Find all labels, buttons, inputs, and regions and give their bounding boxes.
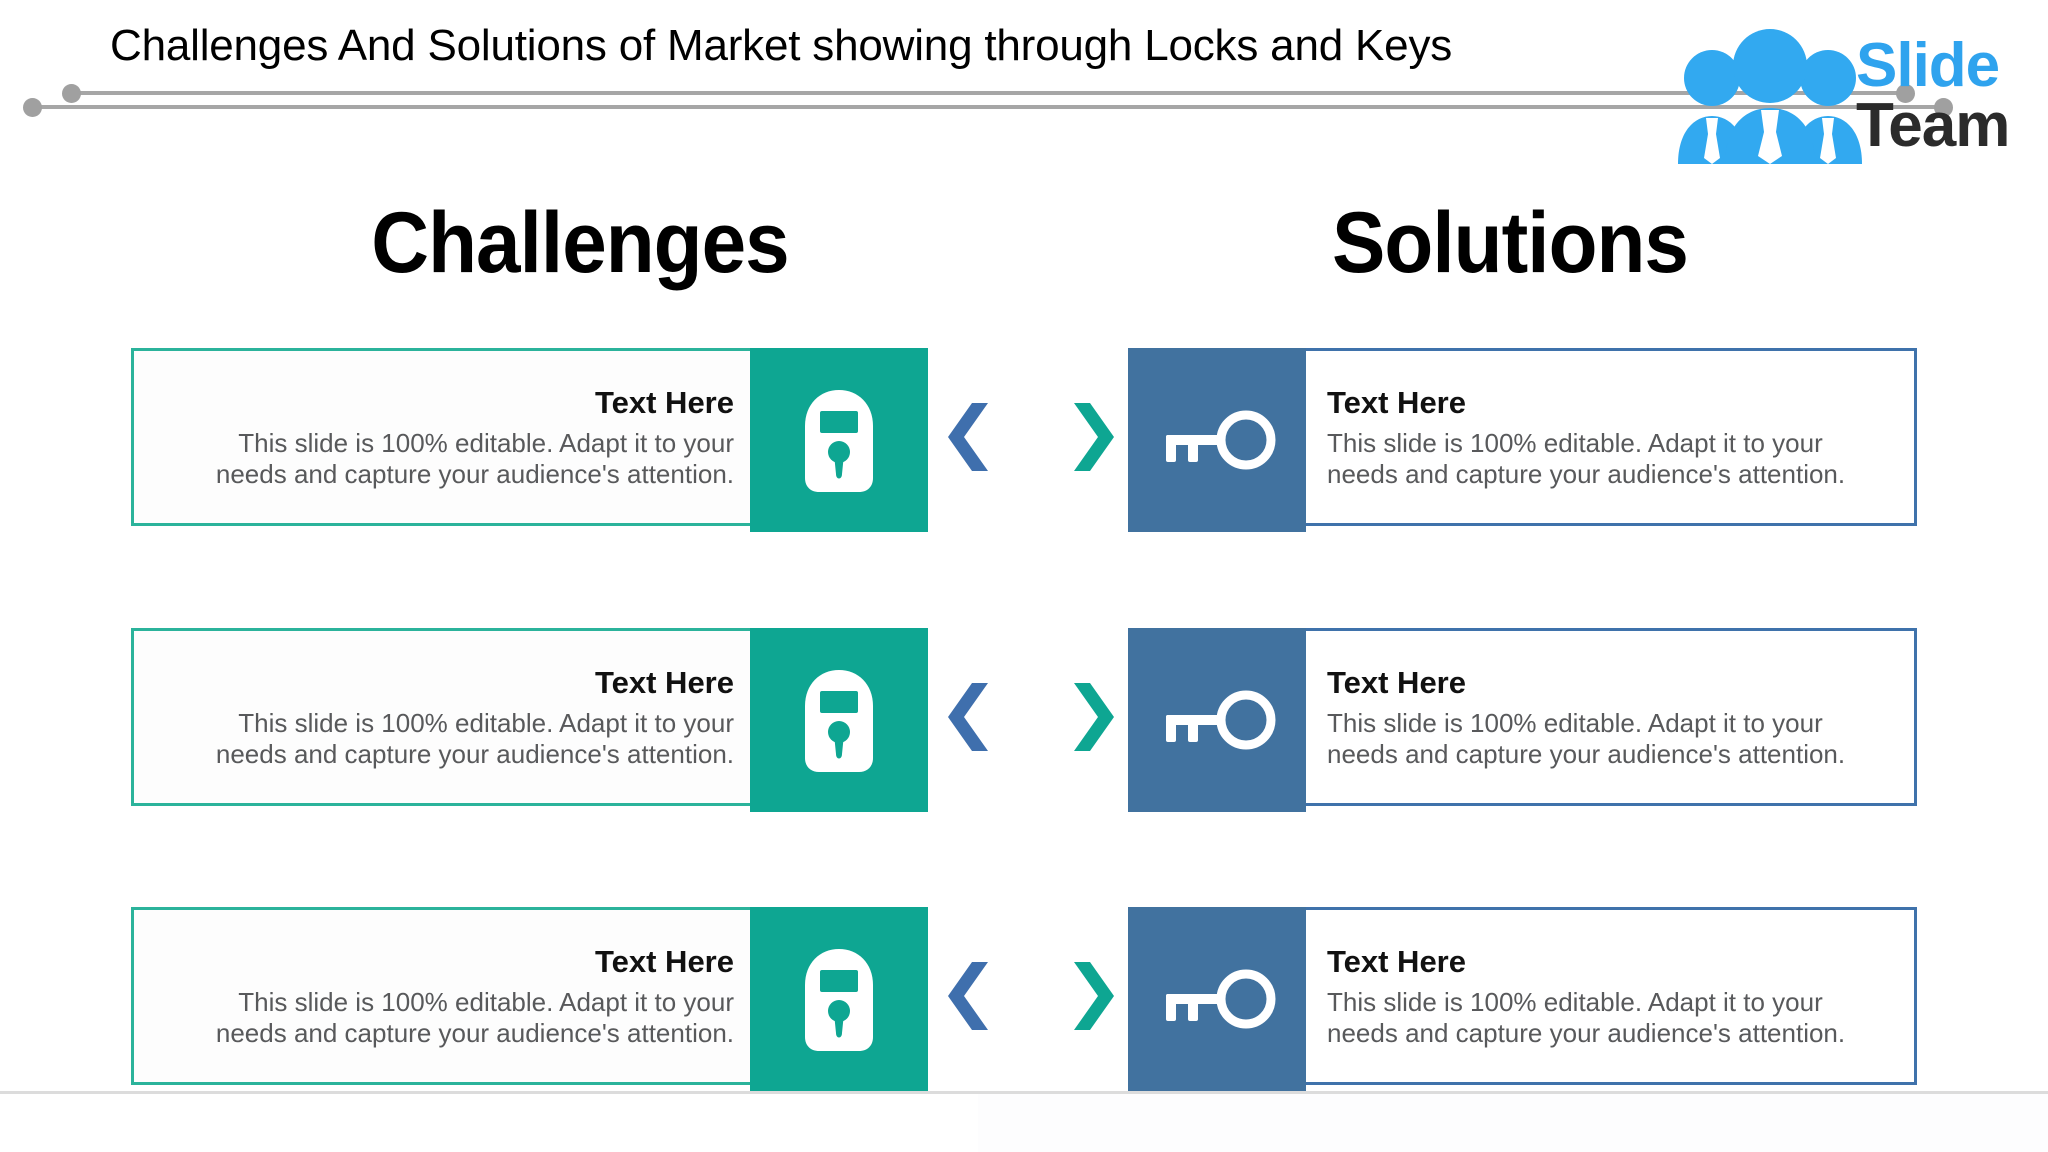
title-rule-dot-left-upper xyxy=(62,84,81,103)
content-row: Text Here This slide is 100% editable. A… xyxy=(0,348,2048,532)
lock-icon xyxy=(805,390,873,492)
footer-divider xyxy=(0,1091,2048,1094)
challenge-card-body: This slide is 100% editable. Adapt it to… xyxy=(215,987,734,1048)
title-block: Challenges And Solutions of Market showi… xyxy=(0,0,2048,135)
solution-card-title: Text Here xyxy=(1327,385,1466,420)
solution-card-text: Text Here This slide is 100% editable. A… xyxy=(1327,910,1887,1082)
slideteam-logo: Slide Team xyxy=(1672,14,2044,166)
challenge-card[interactable]: Text Here This slide is 100% editable. A… xyxy=(131,348,928,532)
key-icon xyxy=(1166,969,1276,1029)
challenge-icon-panel xyxy=(750,907,928,1091)
challenge-card-text: Text Here This slide is 100% editable. A… xyxy=(174,910,734,1082)
solution-icon-panel xyxy=(1128,348,1306,532)
solution-card-body: This slide is 100% editable. Adapt it to… xyxy=(1327,428,1846,489)
challenge-card-title: Text Here xyxy=(595,665,734,700)
challenge-card-title: Text Here xyxy=(595,385,734,420)
challenge-card-text: Text Here This slide is 100% editable. A… xyxy=(174,351,734,523)
solution-card-title: Text Here xyxy=(1327,944,1466,979)
page-title: Challenges And Solutions of Market showi… xyxy=(110,21,1453,70)
solution-card[interactable]: Text Here This slide is 100% editable. A… xyxy=(1128,907,1917,1091)
column-heading-challenges: Challenges xyxy=(371,195,789,291)
lock-icon xyxy=(805,949,873,1051)
solution-card-title: Text Here xyxy=(1327,665,1466,700)
solution-card-text: Text Here This slide is 100% editable. A… xyxy=(1327,351,1887,523)
challenge-card-title: Text Here xyxy=(595,944,734,979)
title-rule-upper xyxy=(78,91,1910,95)
content-row: Text Here This slide is 100% editable. A… xyxy=(0,907,2048,1091)
lock-icon xyxy=(805,670,873,772)
solution-icon-panel xyxy=(1128,907,1306,1091)
key-icon xyxy=(1166,410,1276,470)
title-rule-lower xyxy=(40,105,1946,109)
solution-card[interactable]: Text Here This slide is 100% editable. A… xyxy=(1128,628,1917,812)
content-row: Text Here This slide is 100% editable. A… xyxy=(0,628,2048,812)
challenge-icon-panel xyxy=(750,628,928,812)
challenge-card-body: This slide is 100% editable. Adapt it to… xyxy=(215,428,734,489)
challenge-card[interactable]: Text Here This slide is 100% editable. A… xyxy=(131,907,928,1091)
challenge-card-text: Text Here This slide is 100% editable. A… xyxy=(174,631,734,803)
title-rule-dot-right-lower xyxy=(1934,98,1953,117)
footer-panel xyxy=(978,1094,2048,1152)
solution-icon-panel xyxy=(1128,628,1306,812)
logo-text-slide: Slide xyxy=(1856,31,2000,100)
solution-card-body: This slide is 100% editable. Adapt it to… xyxy=(1327,987,1846,1048)
chevron-right-icon[interactable] xyxy=(1074,683,1122,751)
challenge-card-body: This slide is 100% editable. Adapt it to… xyxy=(215,708,734,769)
chevron-left-icon[interactable] xyxy=(940,962,988,1030)
logo-text-team: Team xyxy=(1856,91,2010,160)
chevron-left-icon[interactable] xyxy=(940,683,988,751)
column-heading-solutions: Solutions xyxy=(1332,195,1689,291)
challenge-icon-panel xyxy=(750,348,928,532)
solution-card[interactable]: Text Here This slide is 100% editable. A… xyxy=(1128,348,1917,532)
title-rule-dot-right-upper xyxy=(1896,84,1915,103)
solution-card-body: This slide is 100% editable. Adapt it to… xyxy=(1327,708,1846,769)
solution-card-text: Text Here This slide is 100% editable. A… xyxy=(1327,631,1887,803)
chevron-left-icon[interactable] xyxy=(940,403,988,471)
three-people-icon xyxy=(1678,29,1862,164)
chevron-right-icon[interactable] xyxy=(1074,962,1122,1030)
challenge-card[interactable]: Text Here This slide is 100% editable. A… xyxy=(131,628,928,812)
title-rule-dot-left-lower xyxy=(23,98,42,117)
chevron-right-icon[interactable] xyxy=(1074,403,1122,471)
key-icon xyxy=(1166,690,1276,750)
